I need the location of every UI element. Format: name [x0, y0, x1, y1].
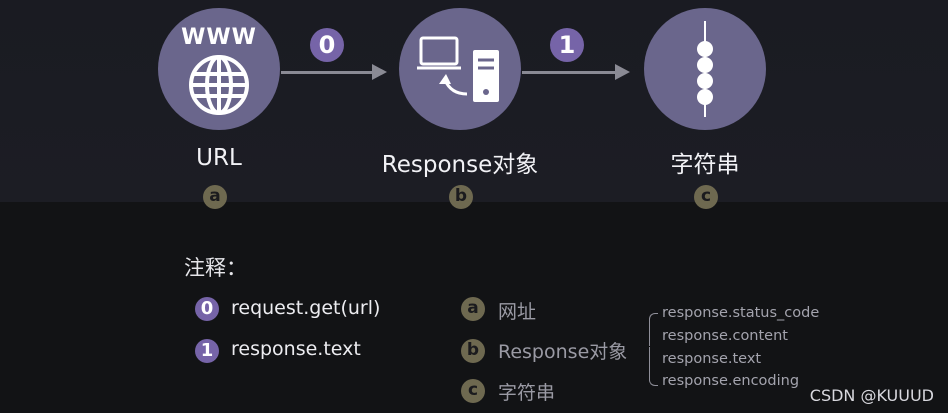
response-label: Response对象 — [381, 152, 539, 178]
note-step-badge-0: 0 — [195, 297, 219, 321]
brace-top — [649, 313, 658, 346]
note-request-get: request.get(url) — [231, 297, 381, 319]
node-badge-c: c — [694, 185, 718, 209]
step-badge-0: 0 — [310, 28, 344, 62]
node-badge-b: b — [449, 185, 473, 209]
attr-status-code: response.status_code — [662, 305, 820, 321]
url-label: URL — [196, 145, 242, 171]
response-node — [399, 8, 521, 130]
step-badge-1: 1 — [550, 28, 584, 62]
notes-title: 注释： — [184, 256, 247, 280]
arrow-url-to-response — [281, 64, 387, 80]
attr-text: response.text — [662, 351, 762, 367]
string-node — [644, 8, 766, 130]
string-beads-icon — [697, 21, 713, 117]
brace-bottom — [649, 347, 658, 386]
attr-content: response.content — [662, 328, 788, 344]
arrow-response-to-string — [522, 64, 630, 80]
legend-badge-c: c — [461, 379, 485, 403]
attr-encoding: response.encoding — [662, 373, 800, 389]
globe-icon — [189, 55, 249, 115]
legend-badge-a: a — [461, 297, 485, 321]
legend-badge-b: b — [461, 339, 485, 363]
watermark: CSDN @KUUUD — [809, 386, 934, 405]
string-label: 字符串 — [670, 152, 740, 178]
node-badge-a: a — [203, 185, 227, 209]
note-step-badge-1: 1 — [195, 339, 219, 363]
legend-url: 网址 — [498, 301, 537, 323]
legend-response: Response对象 — [498, 341, 628, 363]
www-text: WWW — [181, 25, 257, 50]
computer-server-icon — [417, 36, 499, 102]
note-response-text: response.text — [231, 338, 361, 360]
legend-string: 字符串 — [498, 382, 556, 404]
url-node: WWW — [158, 8, 280, 130]
